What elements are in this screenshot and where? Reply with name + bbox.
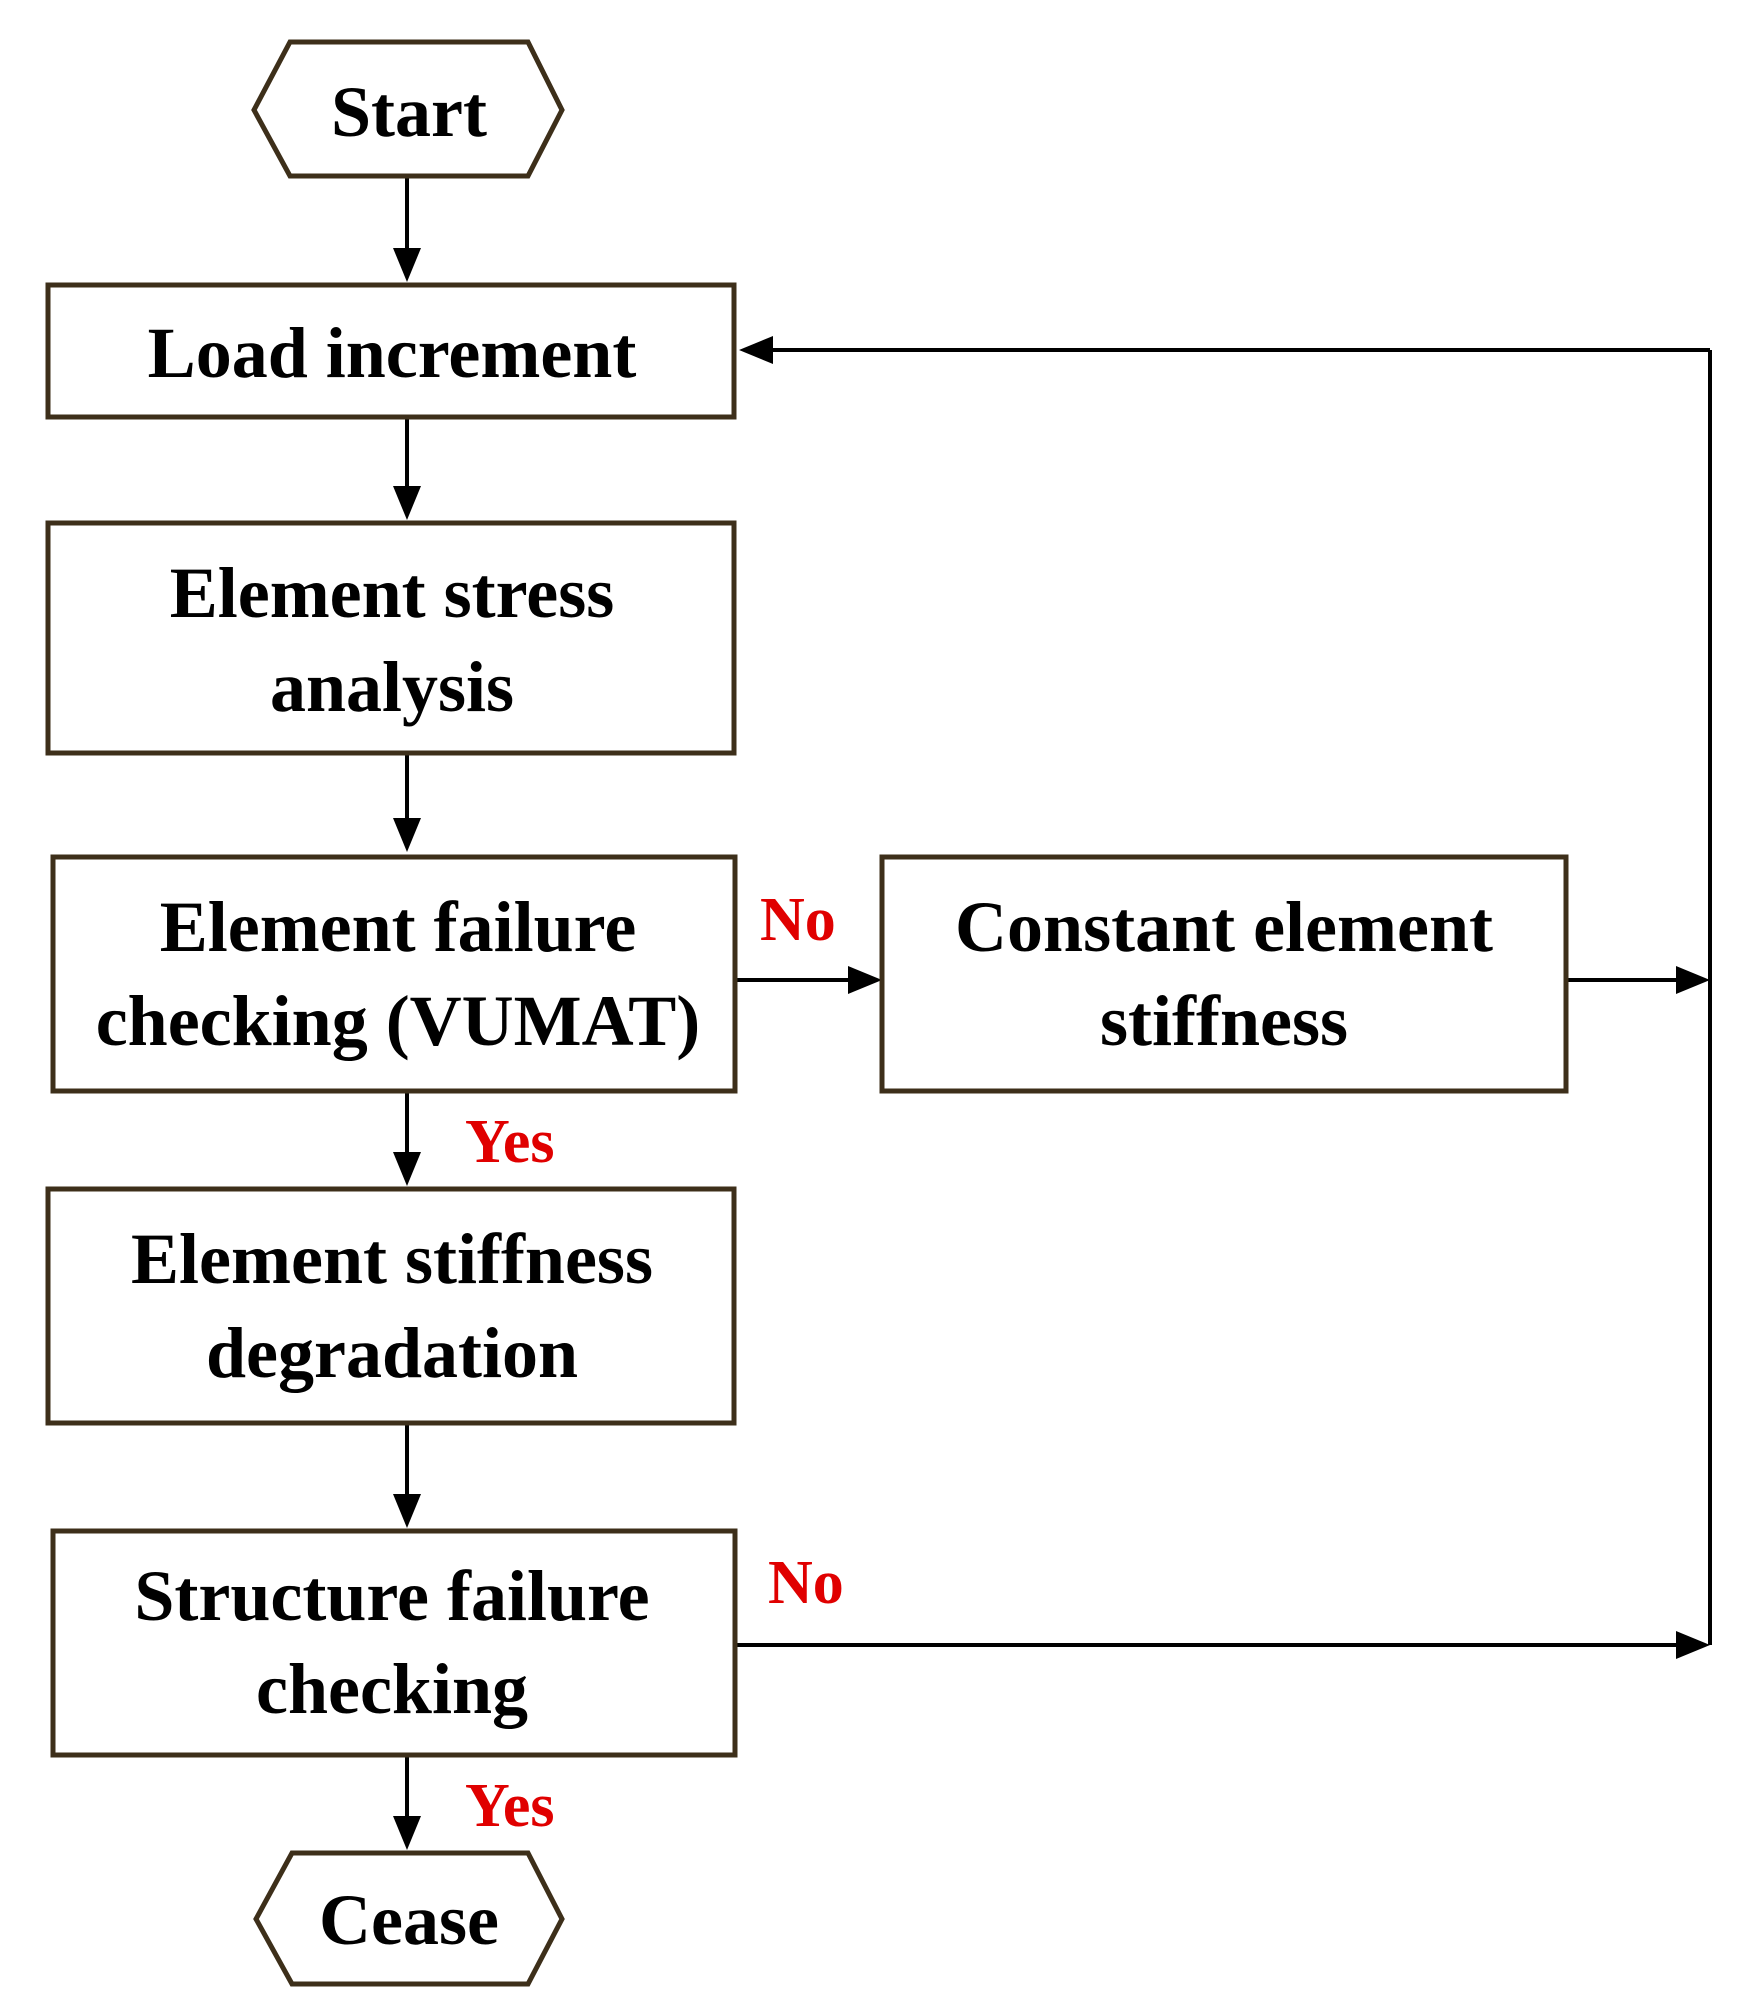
constant-stiffness-box xyxy=(879,854,1569,1094)
start-node: Start xyxy=(251,39,565,179)
arrowhead-down-icon xyxy=(393,248,421,282)
stress-analysis-box xyxy=(45,520,737,756)
arrowhead-down-icon xyxy=(393,818,421,852)
failure-check-node: Element failure checking (VUMAT) xyxy=(50,854,738,1094)
arrowhead-left-icon xyxy=(739,336,773,364)
arrowhead-down-icon xyxy=(393,1816,421,1850)
cease-hexagon-shape xyxy=(253,1850,565,1987)
load-increment-box xyxy=(45,282,737,420)
branch-label-no: No xyxy=(760,886,836,954)
branch-label-no: No xyxy=(768,1549,844,1617)
structure-check-box xyxy=(50,1528,738,1758)
failure-check-box xyxy=(50,854,738,1094)
start-label: Start xyxy=(331,72,487,152)
stiffness-degradation-label-line-1: Element stiffness xyxy=(131,1219,653,1299)
arrowhead-right-icon xyxy=(1676,1631,1710,1659)
arrowhead-right-icon xyxy=(1676,966,1710,994)
structure-check-label-line-2: checking xyxy=(256,1649,528,1729)
constant-stiffness-label-line-2: stiffness xyxy=(1100,981,1348,1061)
structure-check-node: Structure failure checking xyxy=(50,1528,738,1758)
constant-stiffness-node: Constant element stiffness xyxy=(879,854,1569,1094)
failure-check-label-line-1: Element failure xyxy=(160,887,637,967)
stress-analysis-label-line-2: analysis xyxy=(270,647,514,727)
arrowhead-down-icon xyxy=(393,486,421,520)
cease-node: Cease xyxy=(253,1850,565,1987)
arrowhead-down-icon xyxy=(393,1494,421,1528)
stiffness-degradation-node: Element stiffness degradation xyxy=(45,1186,737,1426)
failure-check-label-line-2: checking (VUMAT) xyxy=(96,981,701,1061)
load-increment-label: Load increment xyxy=(148,313,637,393)
stiffness-degradation-box xyxy=(45,1186,737,1426)
connectors xyxy=(393,178,1712,1850)
branch-labels: No Yes No Yes xyxy=(465,886,844,1840)
cease-label: Cease xyxy=(319,1880,499,1960)
stiffness-degradation-label-line-2: degradation xyxy=(206,1313,578,1393)
load-increment-node: Load increment xyxy=(45,282,737,420)
arrowhead-down-icon xyxy=(393,1152,421,1186)
structure-check-label-line-1: Structure failure xyxy=(134,1556,649,1636)
stress-analysis-label-line-1: Element stress xyxy=(170,553,615,633)
stress-analysis-node: Element stress analysis xyxy=(45,520,737,756)
constant-stiffness-label-line-1: Constant element xyxy=(955,887,1493,967)
branch-label-yes: Yes xyxy=(465,1108,555,1176)
arrowhead-right-icon xyxy=(848,966,882,994)
branch-label-yes: Yes xyxy=(465,1772,555,1840)
start-hexagon-shape xyxy=(251,39,565,179)
